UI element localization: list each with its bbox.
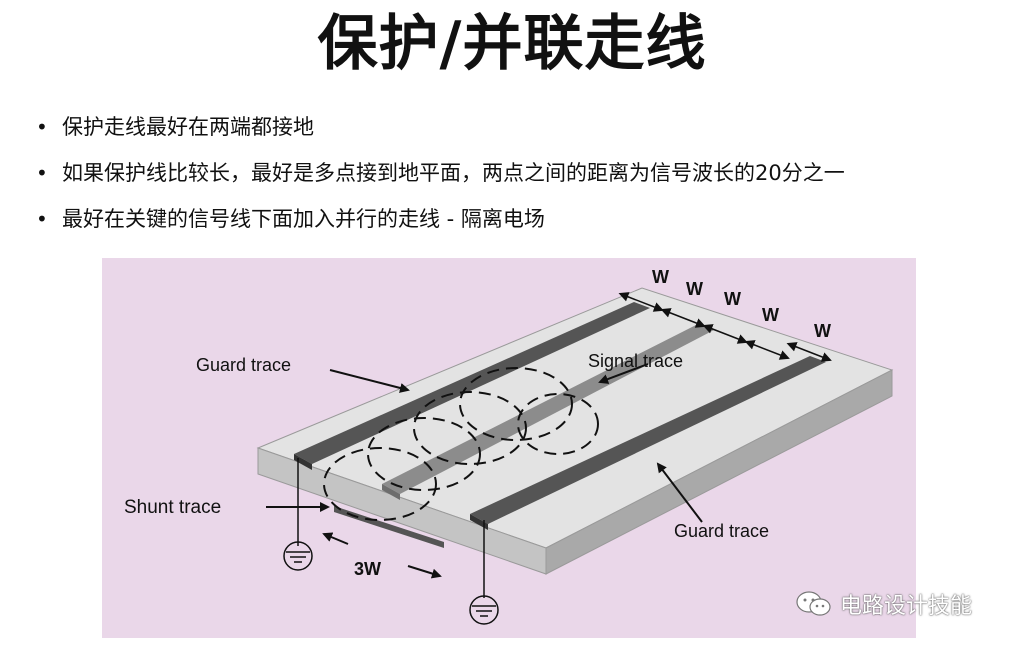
w-label: W bbox=[762, 305, 779, 325]
bullet-text: 如果保护线比较长，最好是多点接到地平面，两点之间的距离为信号波长的20分之一 bbox=[62, 161, 845, 185]
ground-ring bbox=[469, 595, 499, 625]
w-arrow bbox=[744, 340, 790, 360]
watermark: 电路设计技能 bbox=[794, 589, 972, 619]
field-loop bbox=[413, 391, 527, 465]
watermark-text: 电路设计技能 bbox=[840, 594, 973, 619]
w-arrow bbox=[660, 308, 706, 328]
bullet-text: 最好在关键的信号线下面加入并行的走线 - 隔离电场 bbox=[62, 207, 545, 231]
guard-trace-right bbox=[470, 356, 826, 524]
w-label: W bbox=[686, 279, 703, 299]
page-title: 保护/并联走线 bbox=[317, 9, 707, 79]
bullet-dot: • bbox=[36, 207, 48, 231]
w-label: W bbox=[814, 321, 831, 341]
guard-trace-top-arrow bbox=[329, 369, 410, 393]
w-arrow bbox=[786, 342, 832, 362]
bullet-dot: • bbox=[36, 161, 48, 185]
ground-symbol-right bbox=[469, 595, 499, 625]
bullet-item: • 保护走线最好在两端都接地 bbox=[36, 104, 1016, 150]
spacing-3w-label: 3W bbox=[354, 559, 381, 579]
diagram-svg: Guard trace Signal trace Shunt trace Gua… bbox=[124, 267, 894, 625]
w-arrow bbox=[618, 292, 664, 312]
ground-leads bbox=[297, 458, 485, 598]
bullet-item: • 最好在关键的信号线下面加入并行的走线 - 隔离电场 bbox=[36, 196, 1016, 242]
wechat-icon bbox=[796, 591, 831, 616]
guard-trace-diagram: Guard trace Signal trace Shunt trace Gua… bbox=[102, 258, 916, 638]
field-loop bbox=[517, 393, 599, 455]
signal-trace-arrow bbox=[598, 363, 649, 384]
w-label: W bbox=[652, 267, 669, 287]
spacing-3w-arrow-left bbox=[322, 532, 349, 545]
guard-trace-bottom-label: Guard trace bbox=[674, 521, 769, 541]
ground-ring bbox=[283, 541, 313, 571]
field-lines bbox=[323, 367, 599, 521]
signal-trace bbox=[382, 324, 714, 494]
board-side-right bbox=[545, 369, 893, 575]
w-arrow bbox=[702, 324, 748, 344]
shunt-trace-label: Shunt trace bbox=[124, 497, 221, 518]
bullet-text: 保护走线最好在两端都接地 bbox=[62, 115, 314, 139]
ground-symbol-left bbox=[283, 541, 313, 571]
spacing-3w-arrow-right bbox=[407, 565, 442, 579]
board-top bbox=[256, 287, 894, 549]
field-loop bbox=[367, 417, 481, 491]
shunt-trace bbox=[334, 506, 444, 548]
bullet-dot: • bbox=[36, 115, 48, 139]
guard-trace-bottom-arrow bbox=[656, 462, 703, 523]
bullet-list: • 保护走线最好在两端都接地 • 如果保护线比较长，最好是多点接到地平面，两点之间的… bbox=[36, 104, 1016, 242]
guard-trace-top-label: Guard trace bbox=[196, 355, 291, 375]
field-loop bbox=[323, 447, 437, 521]
signal-trace-label: Signal trace bbox=[588, 351, 683, 371]
field-loop bbox=[459, 367, 573, 441]
w-label: W bbox=[724, 289, 741, 309]
signal-trace-side bbox=[382, 484, 400, 500]
bullet-item: • 如果保护线比较长，最好是多点接到地平面，两点之间的距离为信号波长的20分之一 bbox=[36, 150, 1016, 196]
